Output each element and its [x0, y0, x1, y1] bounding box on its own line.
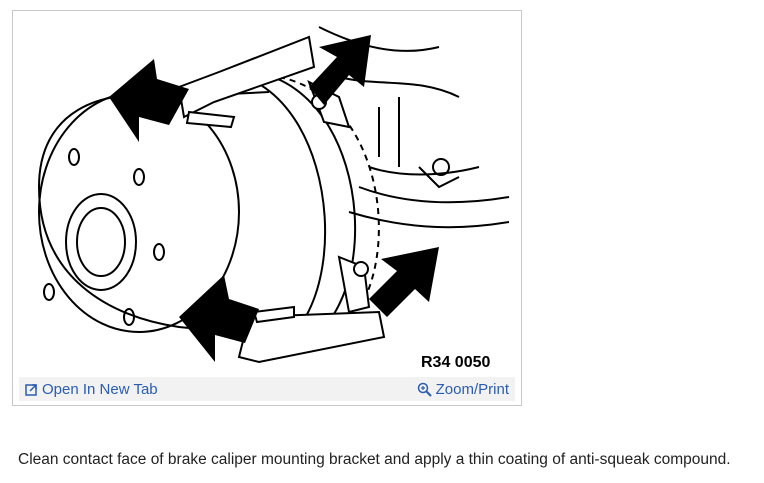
zoom-print-label: Zoom/Print [435, 380, 509, 398]
figure-container: R34 0050 Open In New Tab Zoom/Print [12, 10, 522, 406]
figure-caption: Clean contact face of brake caliper moun… [18, 451, 731, 468]
zoom-magnifier-icon [417, 382, 432, 397]
open-in-new-tab-label: Open In New Tab [42, 380, 158, 398]
arrow-bottom-left [179, 275, 259, 362]
figure-toolbar: Open In New Tab Zoom/Print [19, 377, 515, 401]
zoom-print-button[interactable]: Zoom/Print [417, 381, 509, 398]
arrow-bottom-right [369, 247, 439, 317]
open-in-new-tab-icon [25, 383, 38, 396]
arrow-top-right [309, 35, 371, 105]
figure-reference-code: R34 0050 [421, 354, 490, 371]
open-in-new-tab-button[interactable]: Open In New Tab [25, 381, 158, 398]
arrow-top-left [109, 59, 189, 142]
brake-rotor-diagram[interactable]: R34 0050 [19, 17, 515, 377]
